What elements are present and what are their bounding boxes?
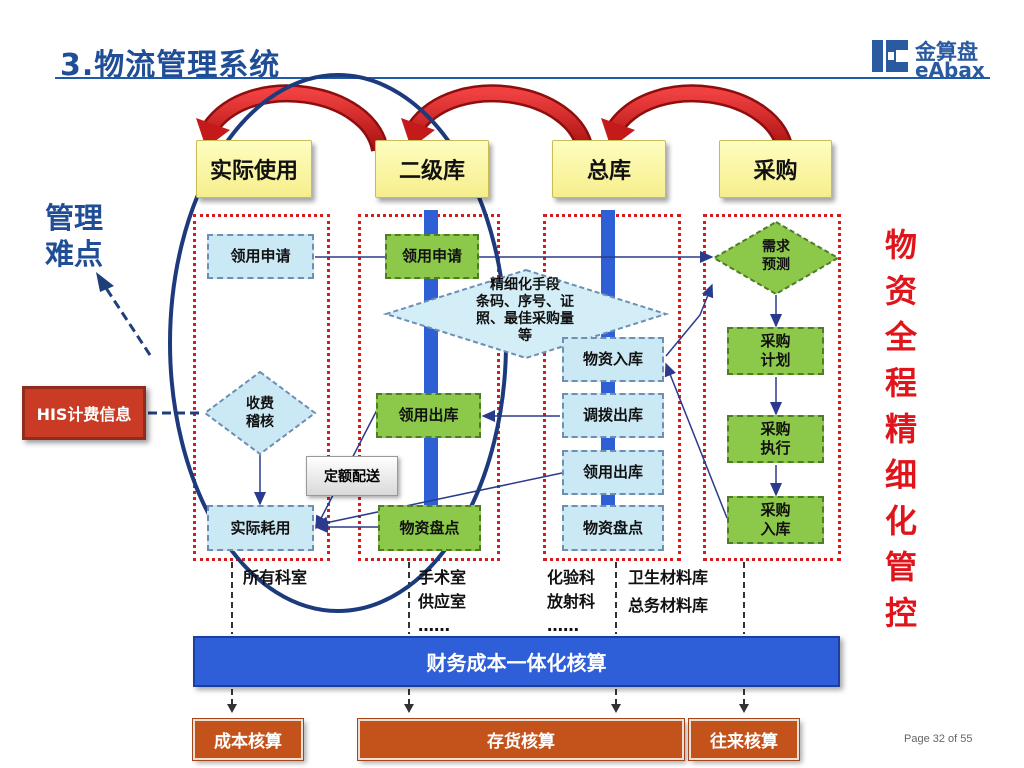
logo-text-en: eAbax [915, 58, 985, 82]
panel-purchase [703, 214, 841, 561]
header-secondary-store: 二级库 [375, 140, 489, 198]
full-process-control-label: 物 资 全 程 精 细 化 管 控 [877, 222, 925, 636]
demand-forecast-diamond [712, 220, 840, 296]
header-purchase: 采购 [719, 140, 832, 198]
quota-delivery-button: 定额配送 [306, 456, 398, 496]
col3-inbound-box: 物资入库 [562, 337, 664, 382]
vlabel-char: 全 [884, 318, 917, 356]
dept-store: 卫生材料库 总务材料库 [628, 566, 708, 618]
stock-accounting-box: 存货核算 [357, 718, 685, 761]
fine-means-line3: 照、最佳采购量 [476, 311, 574, 327]
title-underline [55, 77, 990, 79]
actual-consume-box: 实际耗用 [207, 505, 314, 551]
dept-lab-line3: …… [547, 616, 579, 635]
fee-check-line2: 稽核 [246, 414, 274, 430]
col3-transfer-out-box: 调拨出库 [562, 393, 664, 438]
demand-forecast-label: 需求 预测 [736, 238, 816, 274]
purchase-execute-line2: 执行 [760, 439, 791, 457]
dept-all: 所有科室 [243, 568, 308, 587]
fine-means-line1: 精细化手段 [490, 277, 560, 293]
dept-surgery-line1: 手术室 [418, 568, 467, 587]
dept-surgery-line3: …… [418, 616, 450, 635]
vlabel-char: 管 [884, 548, 917, 586]
fee-check-line1: 收费 [246, 396, 274, 412]
difficulty-label: 管理 难点 [45, 200, 125, 272]
header-actual-use: 实际使用 [196, 140, 312, 198]
demand-forecast-line1: 需求 [762, 239, 790, 255]
secondary-store-bar [424, 210, 438, 545]
col3-inventory-box: 物资盘点 [562, 505, 664, 551]
vlabel-char: 控 [884, 594, 917, 632]
purchase-inbound-box: 采购 入库 [727, 496, 824, 544]
vlabel-char: 精 [884, 410, 917, 448]
dept-lab-line2: 放射科 [547, 592, 596, 611]
page-number: Page 32 of 55 [904, 733, 973, 745]
vlabel-char: 细 [884, 456, 917, 494]
col1-apply-box: 领用申请 [207, 234, 314, 279]
panel-actual-use [193, 214, 330, 561]
fine-means-line4: 等 [518, 328, 532, 344]
col2-apply-box: 领用申请 [385, 234, 479, 279]
logo-text-cn: 金算盘 [915, 40, 978, 64]
vlabel-char: 化 [884, 502, 917, 540]
col2-issue-box: 领用出库 [376, 393, 481, 438]
vlabel-char: 物 [884, 226, 917, 264]
dept-store-line1: 卫生材料库 [628, 568, 709, 587]
purchase-execute-box: 采购 执行 [727, 415, 824, 463]
purchase-plan-line2: 计划 [760, 351, 791, 369]
col3-issue-box: 领用出库 [562, 450, 664, 495]
fine-means-label: 精细化手段 条码、序号、证 照、最佳采购量 等 [445, 277, 605, 345]
purchase-execute-line1: 采购 [760, 420, 791, 438]
purchase-inbound-line2: 入库 [760, 520, 791, 538]
fine-means-line2: 条码、序号、证 [476, 294, 574, 310]
vlabel-char: 程 [884, 364, 917, 402]
purchase-inbound-line1: 采购 [760, 501, 791, 519]
abacus-logo-icon [872, 40, 908, 72]
dept-store-line2: 总务材料库 [628, 596, 709, 615]
fine-means-diamond [383, 268, 669, 360]
dept-lab-line1: 化验科 [547, 568, 596, 587]
col2-inventory-box: 物资盘点 [378, 505, 481, 551]
his-billing-box: HIS计费信息 [22, 386, 146, 440]
fee-check-diamond [203, 370, 317, 456]
header-main-store: 总库 [552, 140, 666, 198]
difficulty-label-line2: 难点 [45, 237, 104, 271]
finance-integration-bar: 财务成本一体化核算 [193, 636, 840, 687]
dept-surgery: 手术室 供应室 …… [418, 566, 466, 638]
demand-forecast-line2: 预测 [762, 257, 790, 273]
dept-lab: 化验科 放射科 …… [547, 566, 595, 638]
purchase-plan-line1: 采购 [760, 332, 791, 350]
purchase-plan-box: 采购 计划 [727, 327, 824, 375]
difficulty-label-line1: 管理 [45, 201, 104, 235]
cost-accounting-box: 成本核算 [192, 718, 304, 761]
fee-check-label: 收费 稽核 [220, 395, 300, 431]
vlabel-char: 资 [884, 272, 917, 310]
account-accounting-box: 往来核算 [688, 718, 800, 761]
dept-surgery-line2: 供应室 [418, 592, 467, 611]
